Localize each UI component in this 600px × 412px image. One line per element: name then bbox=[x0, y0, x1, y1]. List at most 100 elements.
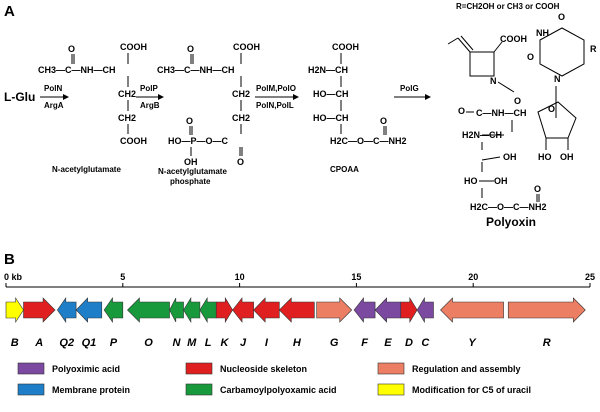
gene-arrow-q2 bbox=[57, 297, 77, 323]
o-atom: O bbox=[68, 44, 75, 54]
gene-arrow-b bbox=[5, 296, 24, 324]
gene-arrow-o bbox=[127, 297, 170, 323]
enzyme-step3-top: PolM,PolO bbox=[256, 84, 296, 93]
enzyme-step2-top: PolP bbox=[140, 84, 158, 93]
gene-label: O bbox=[144, 337, 153, 349]
gene-arrow-y bbox=[440, 297, 504, 323]
azetidine-ring bbox=[469, 51, 495, 77]
enzyme-step2-bottom: ArgB bbox=[140, 101, 160, 110]
gene-label: F bbox=[361, 337, 368, 349]
acetyl-amine: CH3—C—NH—CH bbox=[157, 65, 235, 75]
compound-name-1: N-acetylglutamate bbox=[52, 165, 121, 174]
legend-label-carbamoyl: Carbamoylpolyoxamic acid bbox=[220, 385, 337, 395]
kb-tick-label: 15 bbox=[351, 272, 361, 282]
enzyme-step1-top: PolN bbox=[44, 84, 62, 93]
o-atom: O bbox=[380, 116, 387, 126]
gene-label: H bbox=[293, 337, 302, 349]
cooh-group: COOH bbox=[120, 136, 147, 146]
compound-name-2-line2: phosphate bbox=[170, 177, 211, 186]
o-atom: O bbox=[534, 184, 541, 194]
kb-tick-label: 25 bbox=[585, 272, 595, 282]
kb-tick-label: 20 bbox=[468, 272, 478, 282]
gene-cluster bbox=[5, 296, 586, 324]
enzyme-step4-top: PolG bbox=[400, 84, 419, 93]
o-atom: O bbox=[458, 106, 465, 116]
carbamate-group: H2C—O—C—NH2 bbox=[470, 202, 547, 212]
gene-label: L bbox=[205, 337, 212, 349]
legend-label-membrane: Membrane protein bbox=[52, 385, 130, 395]
r-group-note: R=CH2OH or CH3 or COOH bbox=[456, 2, 560, 11]
ch2-group: CH2 bbox=[118, 89, 136, 99]
carbamate-group: H2C—O—C—NH2 bbox=[330, 136, 407, 146]
cooh-group: COOH bbox=[233, 42, 260, 52]
gene-arrow-j bbox=[232, 297, 254, 323]
legend-swatch-carbamoyl bbox=[185, 383, 213, 396]
o-atom: O bbox=[186, 116, 193, 126]
ch2-group: CH2 bbox=[232, 113, 250, 123]
phosphate-linkage: HO—P—O—C bbox=[168, 136, 229, 146]
oh-group: OH bbox=[503, 152, 517, 162]
n-atom: N bbox=[490, 76, 497, 86]
o-atom: O bbox=[548, 104, 555, 114]
amide-linkage: C—NH—CH bbox=[476, 108, 527, 118]
legend-label-nucleoside: Nucleoside skeleton bbox=[220, 364, 307, 374]
legend-label-regulation: Regulation and assembly bbox=[412, 364, 521, 374]
gene-label: E bbox=[384, 337, 392, 349]
gene-arrow-p bbox=[103, 297, 124, 323]
kb-tick-label: 10 bbox=[235, 272, 245, 282]
enzyme-step3-bottom: PolN,PolL bbox=[256, 101, 294, 110]
panel-b-label: B bbox=[4, 251, 15, 268]
compound-name-4: Polyoxin bbox=[486, 215, 536, 229]
ho-group: HO bbox=[464, 176, 478, 186]
ho-group: HO bbox=[538, 152, 552, 162]
gene-label: P bbox=[110, 337, 118, 349]
uracil-ring bbox=[539, 27, 585, 77]
legend-label-polyoximic: Polyoximic acid bbox=[52, 364, 120, 374]
legend-swatch-membrane bbox=[17, 383, 45, 396]
hydroxy-ch: HO—CH bbox=[313, 113, 349, 123]
gene-arrow-m bbox=[183, 296, 201, 324]
gene-label: M bbox=[187, 337, 197, 349]
ch2-group: CH2 bbox=[118, 113, 136, 123]
kb-tick-label: 5 bbox=[120, 272, 125, 282]
gene-label: Y bbox=[468, 337, 477, 349]
hydroxy-ch: HO—CH bbox=[313, 89, 349, 99]
panel-a: A L-Glu PolN ArgA O CH3—C—NH—CH COOH CH2… bbox=[4, 2, 597, 229]
gene-label: N bbox=[173, 337, 182, 349]
o-atom: O bbox=[187, 44, 194, 54]
structure-n-acetylglutamate: O CH3—C—NH—CH COOH CH2 CH2 COOH bbox=[38, 42, 147, 146]
ribose-ring bbox=[537, 101, 577, 139]
gene-label: B bbox=[11, 337, 19, 349]
oh-group: OH bbox=[560, 152, 574, 162]
gene-label: R bbox=[543, 337, 551, 349]
gene-arrow-k bbox=[215, 296, 233, 324]
gene-arrow-d bbox=[400, 296, 418, 324]
gene-label: D bbox=[405, 337, 413, 349]
legend-swatch-nucleoside bbox=[185, 362, 213, 375]
gene-label: K bbox=[220, 337, 229, 349]
legend-swatch-regulation bbox=[377, 362, 405, 375]
gene-label: C bbox=[421, 337, 430, 349]
oh-group: OH bbox=[494, 176, 508, 186]
gene-arrow-n bbox=[169, 297, 184, 323]
oh-group: OH bbox=[184, 157, 198, 167]
start-compound-l-glu: L-Glu bbox=[4, 90, 35, 104]
compound-name-3: CPOAA bbox=[330, 165, 359, 174]
gene-arrow-q1 bbox=[75, 297, 103, 323]
o-atom: O bbox=[558, 12, 565, 22]
gene-arrow-r bbox=[507, 297, 586, 323]
panel-a-label: A bbox=[4, 3, 15, 20]
ch2-group: CH2 bbox=[232, 89, 250, 99]
cooh-group: COOH bbox=[500, 34, 527, 44]
gene-arrow-c bbox=[416, 296, 434, 324]
o-atom: O bbox=[514, 96, 521, 106]
gene-arrow-f bbox=[353, 297, 376, 323]
amine-ch: H2N—CH bbox=[308, 65, 348, 75]
gene-arrow-h bbox=[278, 297, 315, 323]
gene-arrow-i bbox=[253, 297, 280, 323]
n-atom: N bbox=[554, 74, 561, 84]
kb-tick-label: 0 kb bbox=[4, 272, 23, 282]
cooh-group: COOH bbox=[332, 42, 359, 52]
gene-arrow-g bbox=[316, 297, 353, 323]
